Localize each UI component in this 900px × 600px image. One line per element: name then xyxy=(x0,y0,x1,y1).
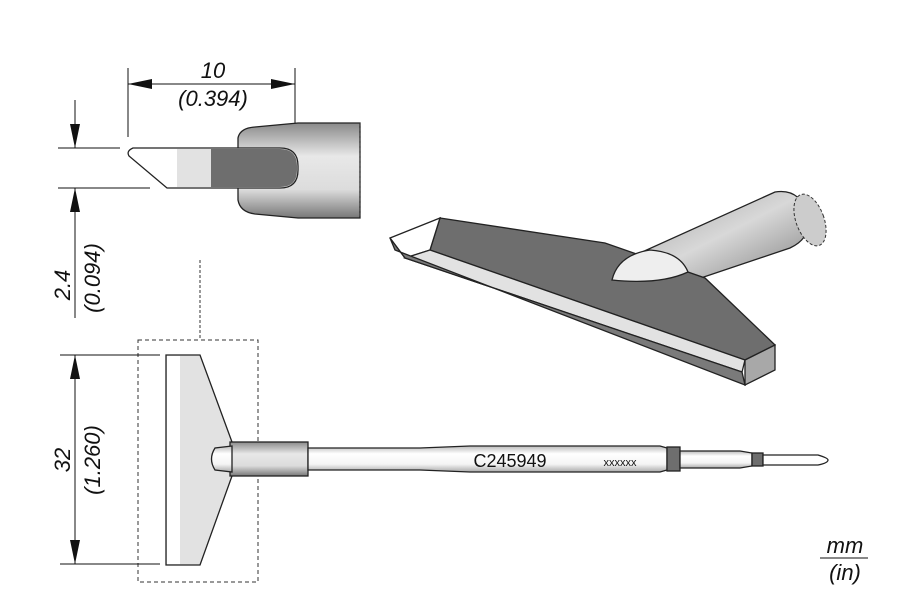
tip-front-view: C245949 xxxxxx xyxy=(137,339,829,583)
units-in-label: (in) xyxy=(829,560,861,585)
part-number-label: C245949 xyxy=(473,451,546,471)
serial-placeholder-label: xxxxxx xyxy=(604,457,638,469)
tip-3d-view xyxy=(388,190,827,387)
width-mm-label: 32 xyxy=(50,448,75,472)
length-in-label: (0.394) xyxy=(178,86,248,111)
length-mm-label: 10 xyxy=(201,58,226,83)
thickness-in-label: (0.094) xyxy=(80,243,105,313)
thickness-dimension: 2.4 (0.094) xyxy=(50,100,150,318)
units-mm-label: mm xyxy=(827,533,864,558)
tip-side-view xyxy=(127,122,361,219)
length-dimension: 10 (0.394) xyxy=(127,58,296,145)
width-in-label: (1.260) xyxy=(80,425,105,495)
thickness-mm-label: 2.4 xyxy=(50,270,75,302)
width-dimension: 32 (1.260) xyxy=(50,354,160,565)
units-legend: mm (in) xyxy=(820,533,868,585)
